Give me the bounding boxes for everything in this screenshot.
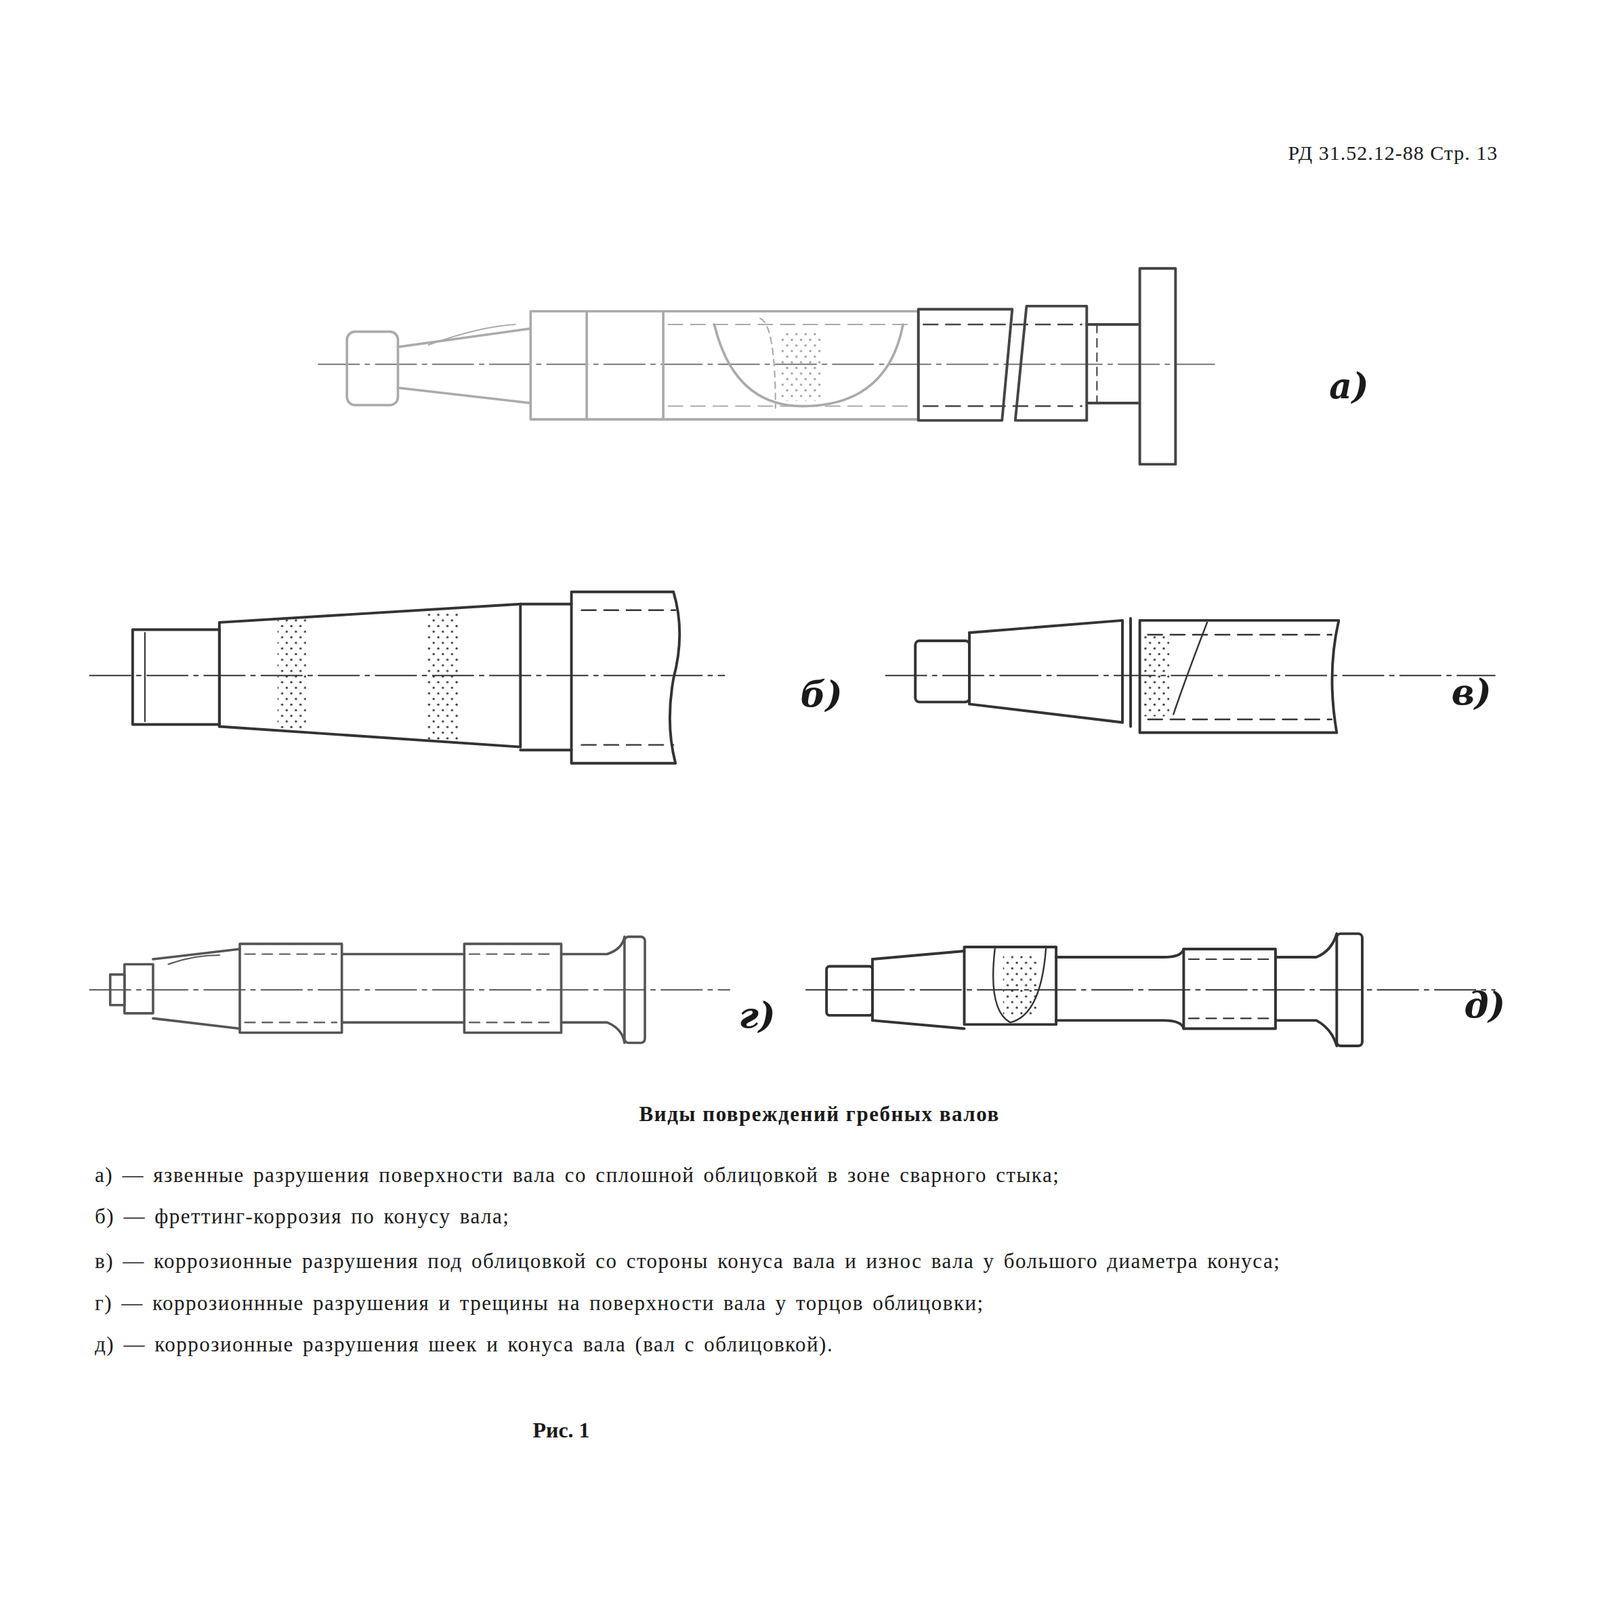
- page-header: РД 31.52.12-88 Стр. 13: [1287, 141, 1498, 165]
- caption-line: г) — коррозионнные разрушения и трещины …: [94, 1291, 985, 1316]
- caption-line: б) — фреттинг-коррозия по конусу вала;: [94, 1204, 510, 1229]
- shaft-a: [318, 268, 1215, 465]
- shaft-v: [886, 618, 1496, 733]
- caption-line: д) — коррозионные разрушения шеек и кону…: [94, 1332, 834, 1357]
- shaft-d: [806, 933, 1496, 1046]
- caption-line: а) — язвенные разрушения поверхности вал…: [94, 1163, 1060, 1188]
- shaft-g: [90, 936, 730, 1044]
- shaft-b: [90, 592, 725, 764]
- figure-letter: а): [1329, 365, 1369, 407]
- figure-letter: в): [1451, 671, 1492, 713]
- figure-letter: д): [1463, 984, 1506, 1026]
- figure-caption: Рис. 1: [532, 1417, 590, 1443]
- caption-line: в) — коррозионные разрушения под облицов…: [94, 1249, 1281, 1274]
- figure-letter: г): [739, 994, 776, 1036]
- figure-letter: б): [800, 673, 843, 715]
- figure-title: Виды повреждений гребных валов: [639, 1102, 1000, 1127]
